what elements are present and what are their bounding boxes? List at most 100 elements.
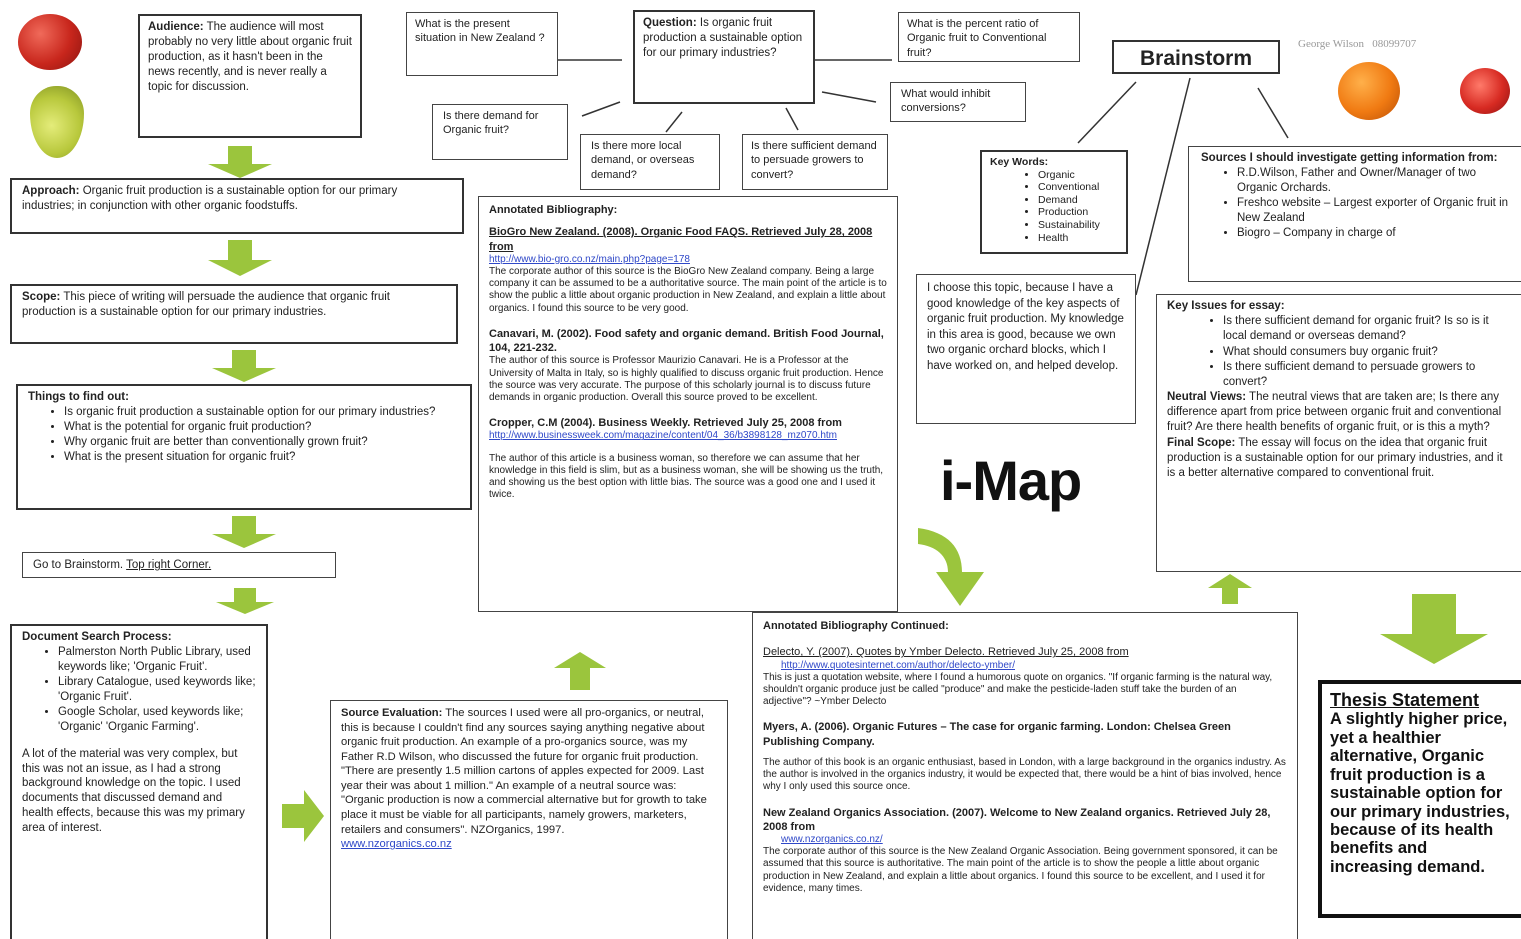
list-item: What is the potential for organic fruit … bbox=[64, 420, 460, 435]
goto-link[interactable]: Top right Corner. bbox=[126, 559, 212, 571]
down-arrow-icon bbox=[212, 350, 276, 382]
down-arrow-icon bbox=[216, 588, 274, 614]
curved-arrow-icon bbox=[918, 528, 984, 606]
down-arrow-icon bbox=[208, 146, 272, 178]
list-item: What is the present situation for organi… bbox=[64, 450, 460, 465]
source-evaluation-text: The sources I used were all pro-organics… bbox=[341, 707, 707, 836]
bib-entry: BioGro New Zealand. (2008). Organic Food… bbox=[489, 225, 887, 315]
up-arrow-icon bbox=[1208, 574, 1252, 604]
down-arrow-icon bbox=[212, 516, 276, 548]
question-ratio-box: What is the percent ratio of Organic fru… bbox=[898, 12, 1080, 62]
neutral-views-label: Neutral Views: bbox=[1167, 391, 1247, 404]
neutral-views-text: The neutral views that are taken are; Is… bbox=[1167, 391, 1502, 434]
imap-title: i-Map bbox=[940, 449, 1082, 512]
keywords-label: Key Words: bbox=[990, 156, 1049, 168]
list-item: Is there sufficient demand for organic f… bbox=[1223, 314, 1511, 344]
bib-url[interactable]: www.nzorganics.co.nz/ bbox=[781, 834, 883, 846]
bib-annotation: The author of this source is Professor M… bbox=[489, 355, 884, 403]
final-scope-text: The essay will focus on the idea that or… bbox=[1167, 436, 1503, 479]
keywords-list: Organic Conventional Demand Production S… bbox=[990, 169, 1118, 245]
sources-list: R.D.Wilson, Father and Owner/Manager of … bbox=[1201, 166, 1509, 241]
key-issues-box: Key Issues for essay: Is there sufficien… bbox=[1156, 294, 1521, 572]
docsearch-paragraph: A lot of the material was very complex, … bbox=[22, 747, 245, 835]
connector-line bbox=[785, 107, 799, 131]
up-arrow-icon bbox=[554, 652, 606, 690]
bib-entry: Cropper, C.M (2004). Business Weekly. Re… bbox=[489, 416, 887, 501]
right-arrow-icon bbox=[282, 790, 324, 842]
question-inhibit-box: What would inhibit conversions? bbox=[890, 82, 1026, 122]
bib-entry: Canavari, M. (2002). Food safety and org… bbox=[489, 327, 887, 404]
bibliography-continued-box: Annotated Bibliography Continued: Delect… bbox=[752, 612, 1298, 939]
down-arrow-icon bbox=[1380, 594, 1488, 664]
thesis-label: Thesis Statement bbox=[1330, 690, 1480, 710]
sources-box: Sources I should investigate getting inf… bbox=[1188, 146, 1521, 282]
list-item: Is there sufficient demand to persuade g… bbox=[1223, 360, 1511, 390]
things-label: Things to find out: bbox=[28, 391, 129, 403]
list-item: Sustainability bbox=[1038, 219, 1118, 232]
question-main-label: Question: bbox=[643, 17, 697, 29]
list-item: Biogro – Company in charge of bbox=[1237, 226, 1509, 241]
bib-citation: Canavari, M. (2002). Food safety and org… bbox=[489, 327, 884, 355]
question-local-text: Is there more local demand, or overseas … bbox=[591, 140, 695, 181]
orange-image bbox=[1338, 62, 1400, 120]
question-demand-box: Is there demand for Organic fruit? bbox=[432, 104, 568, 160]
bib-url[interactable]: http://www.bio-gro.co.nz/main.php?page=1… bbox=[489, 253, 690, 265]
connector-line bbox=[1135, 77, 1191, 296]
question-main-text: Is organic fruit production a sustainabl… bbox=[643, 17, 803, 59]
list-item: Health bbox=[1038, 232, 1118, 245]
bib-citation: Cropper, C.M (2004). Business Weekly. Re… bbox=[489, 417, 842, 430]
bib-citation: Delecto, Y. (2007). Quotes by Ymber Dele… bbox=[763, 646, 1129, 659]
bibliography-title: Annotated Bibliography: bbox=[489, 204, 618, 216]
pear-image bbox=[30, 86, 84, 158]
list-item: R.D.Wilson, Father and Owner/Manager of … bbox=[1237, 166, 1509, 196]
question-demand-text: Is there demand for Organic fruit? bbox=[443, 110, 539, 137]
things-list: Is organic fruit production a sustainabl… bbox=[28, 405, 460, 465]
list-item: Production bbox=[1038, 206, 1118, 219]
bibliography-continued-title: Annotated Bibliography Continued: bbox=[763, 620, 949, 632]
bib-url[interactable]: http://www.businessweek.com/magazine/con… bbox=[489, 430, 837, 442]
things-box: Things to find out: Is organic fruit pro… bbox=[16, 384, 472, 510]
apple-image bbox=[18, 14, 82, 70]
peach-image bbox=[1460, 68, 1510, 114]
source-evaluation-box: Source Evaluation: The sources I used we… bbox=[330, 700, 728, 939]
connector-line bbox=[1077, 81, 1137, 144]
question-present-box: What is the present situation in New Zea… bbox=[406, 12, 558, 76]
connector-line bbox=[1257, 87, 1289, 139]
author-name: George Wilson 08099707 bbox=[1298, 38, 1417, 50]
thesis-text: A slightly higher price, yet a healthier… bbox=[1330, 710, 1510, 876]
list-item: Demand bbox=[1038, 194, 1118, 207]
bib-annotation: The author of this book is an organic en… bbox=[763, 756, 1286, 793]
neutral-views: Neutral Views: The neutral views that ar… bbox=[1167, 390, 1511, 436]
list-item: Google Scholar, used keywords like; 'Org… bbox=[58, 705, 256, 735]
final-scope: Final Scope: The essay will focus on the… bbox=[1167, 436, 1511, 482]
bib-annotation: The corporate author of this source is t… bbox=[763, 846, 1278, 894]
topic-choice-text: I choose this topic, because I have a go… bbox=[927, 282, 1124, 372]
approach-box: Approach: Organic fruit production is a … bbox=[10, 178, 464, 234]
bib-annotation: The author of this article is a business… bbox=[489, 452, 884, 501]
bib-entry: New Zealand Organics Association. (2007)… bbox=[763, 806, 1287, 896]
connector-line bbox=[581, 101, 621, 117]
question-sufficient-text: Is there sufficient demand to persuade g… bbox=[751, 140, 877, 181]
approach-label: Approach: bbox=[22, 185, 80, 197]
connector-line bbox=[821, 91, 877, 103]
scope-box: Scope: This piece of writing will persua… bbox=[10, 284, 458, 344]
down-arrow-icon bbox=[208, 240, 272, 276]
docsearch-label: Document Search Process: bbox=[22, 631, 172, 643]
list-item: Palmerston North Public Library, used ke… bbox=[58, 645, 256, 675]
bib-annotation: This is just a quotation website, where … bbox=[763, 671, 1273, 708]
question-inhibit-text: What would inhibit conversions? bbox=[901, 88, 991, 115]
final-scope-label: Final Scope: bbox=[1167, 436, 1236, 449]
brainstorm-title: Brainstorm bbox=[1139, 47, 1253, 70]
scope-label: Scope: bbox=[22, 291, 61, 303]
question-main-box: Question: Is organic fruit production a … bbox=[633, 10, 815, 104]
scope-text: This piece of writing will persuade the … bbox=[22, 291, 390, 318]
key-issues-list: Is there sufficient demand for organic f… bbox=[1167, 314, 1511, 390]
audience-box: Audience: The audience will most probabl… bbox=[138, 14, 362, 138]
approach-text: Organic fruit production is a sustainabl… bbox=[22, 185, 398, 212]
source-evaluation-link[interactable]: www.nzorganics.co.nz bbox=[341, 838, 452, 851]
thesis-box: Thesis Statement A slightly higher price… bbox=[1318, 680, 1521, 918]
sources-label: Sources I should investigate getting inf… bbox=[1201, 152, 1498, 164]
bib-citation: BioGro New Zealand. (2008). Organic Food… bbox=[489, 226, 873, 253]
bib-url[interactable]: http://www.quotesinternet.com/author/del… bbox=[781, 659, 1016, 671]
keywords-box: Key Words: Organic Conventional Demand P… bbox=[980, 150, 1128, 254]
